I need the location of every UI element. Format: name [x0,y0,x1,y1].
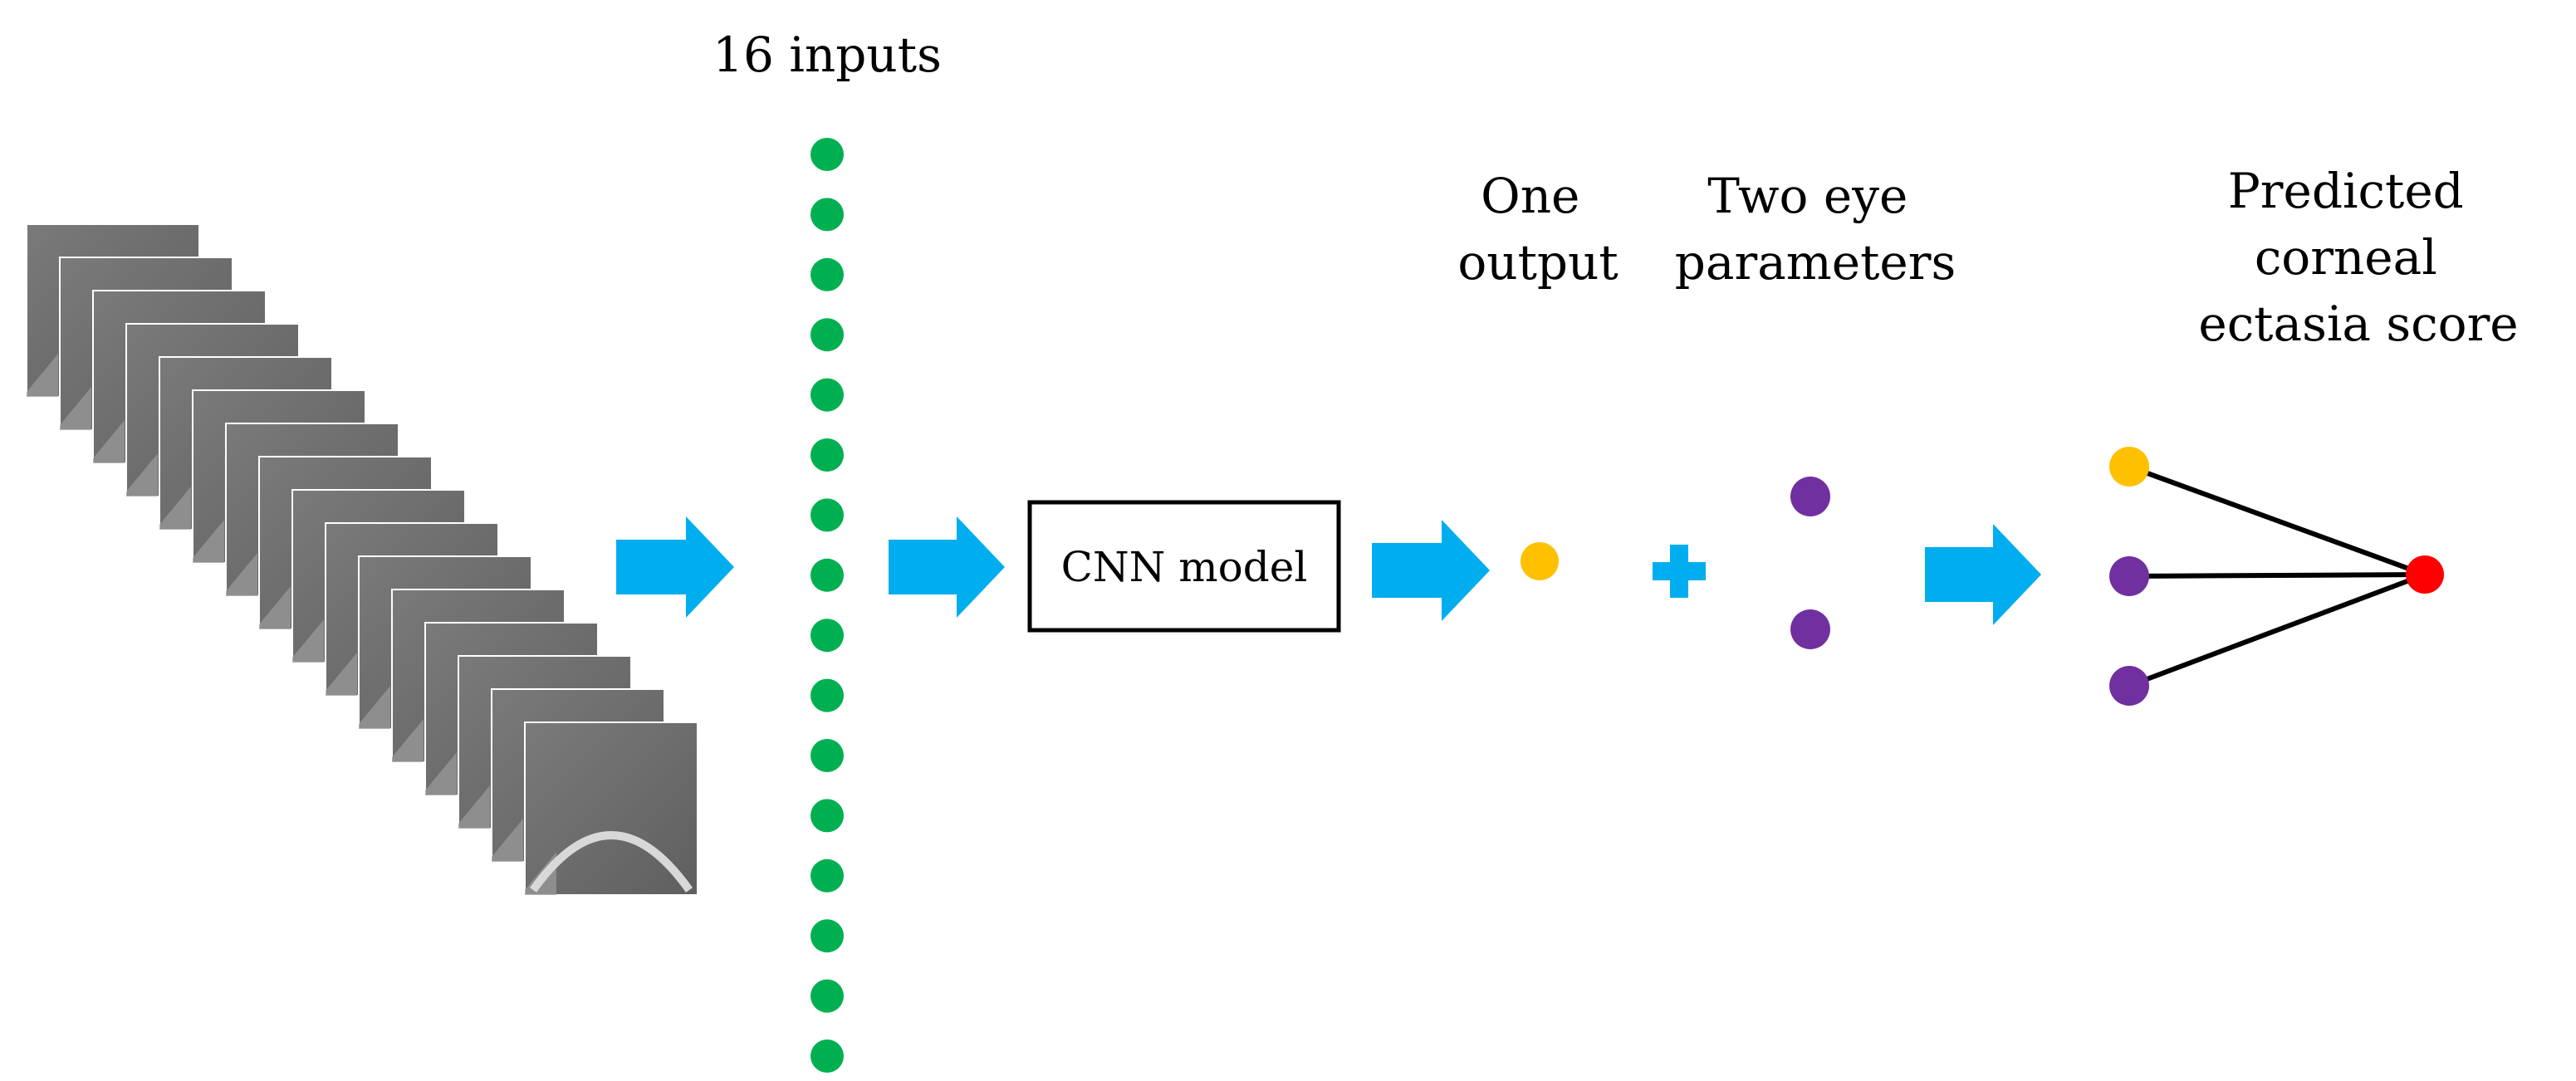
one-output-line-1: One [1481,168,1579,224]
oct-scan-image-stack [26,223,698,896]
connection-line [2128,464,2427,577]
cornea-curve [529,831,693,893]
input-node [811,1039,844,1073]
eye-parameter-node [1790,477,1830,516]
connection-line [2128,572,2427,688]
input-node [811,919,844,953]
final-input-param-node [2109,556,2149,596]
predicted-score-line-3: ectasia score [2198,296,2518,352]
predicted-score-label: Predicted corneal ectasia score [2198,163,2518,352]
input-node [811,678,844,712]
right-arrow-icon [889,516,1005,618]
arrow-to-final [1925,524,2041,625]
cnn-model-box: CNN model [1027,500,1341,633]
arrow-to-cnn [889,516,1005,618]
oct-scan-image [524,721,698,896]
input-node [811,739,844,772]
input-node [811,558,844,592]
connection-line [2128,572,2426,579]
predicted-score-line-1: Predicted [2228,163,2464,219]
predicted-score-node [2406,555,2444,594]
input-node [811,858,844,893]
right-arrow-icon [1372,520,1490,621]
one-output-line-2: output [1457,234,1618,291]
input-node [811,378,844,412]
arrow-to-output [1372,520,1490,621]
right-arrow-icon [616,516,734,618]
input-node [811,318,844,352]
input-node [811,498,844,532]
final-input-output-node [2109,447,2149,487]
right-arrow-icon [1925,524,2041,625]
eye-parameter-node [1790,609,1830,649]
cnn-model-label: CNN model [1061,543,1308,591]
output-node [1521,542,1559,580]
input-node-column [811,138,844,1073]
arrow-to-inputs [616,516,734,618]
input-node [811,979,844,1013]
two-eye-parameters-line-2: parameters [1675,234,1956,291]
final-regression-network [2109,447,2444,706]
input-node [811,799,844,833]
predicted-score-line-2: corneal [2255,229,2437,286]
input-node [811,619,844,653]
two-eye-parameters-label: Two eye parameters [1675,168,1956,291]
plus-icon [1653,545,1706,598]
inputs-label: 16 inputs [713,27,942,83]
input-node [811,198,844,232]
final-input-param-node [2109,666,2149,706]
one-output-label: One output [1457,168,1618,291]
two-eye-parameters-line-1: Two eye [1707,168,1908,224]
input-node [811,138,844,171]
input-node [811,257,844,291]
input-node [811,438,844,472]
